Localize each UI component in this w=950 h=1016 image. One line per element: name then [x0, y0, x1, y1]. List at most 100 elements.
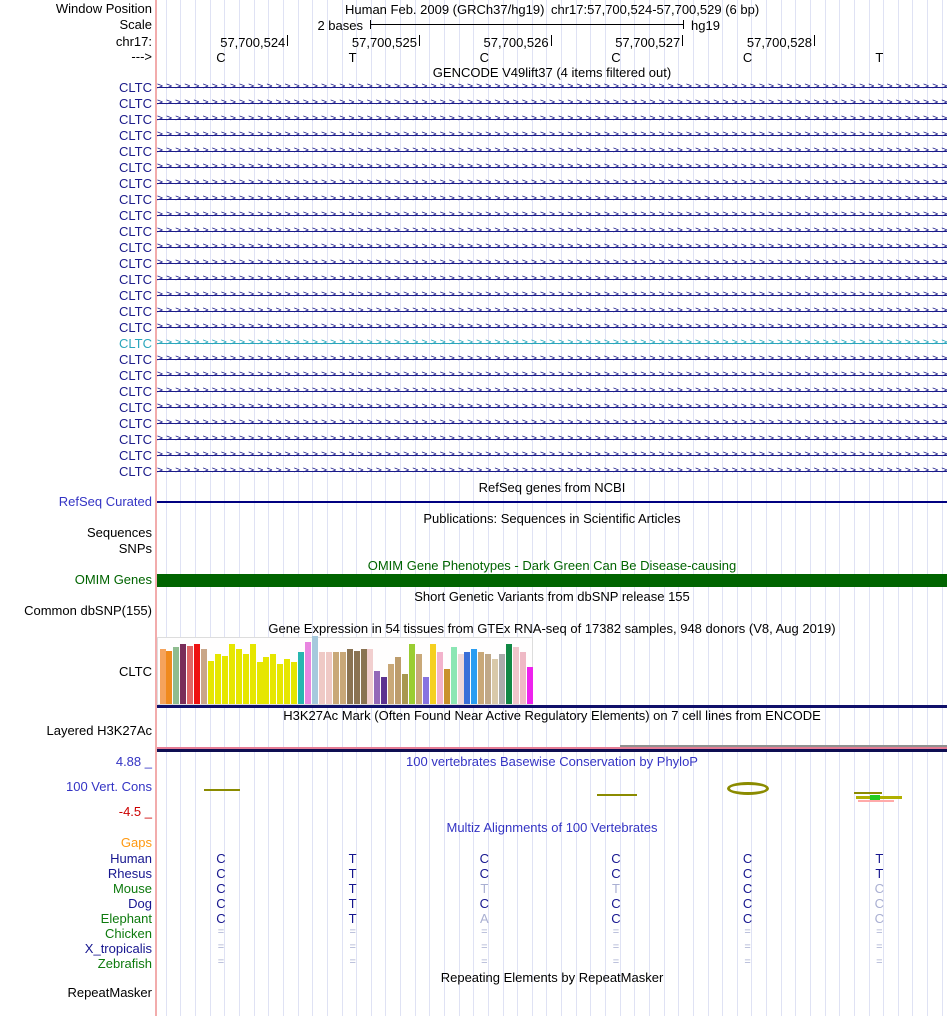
gtex-bar[interactable]	[312, 636, 318, 704]
gene-transcript-row[interactable]: >>>>>>>>>>>>>>>>>>>>>>>>>>>>>>>>>>>>>>>>…	[157, 271, 947, 287]
alignment-base[interactable]: C	[479, 866, 489, 881]
gene-label[interactable]: CLTC	[119, 288, 152, 303]
gtex-bar[interactable]	[381, 677, 388, 704]
gene-transcript-row[interactable]: >>>>>>>>>>>>>>>>>>>>>>>>>>>>>>>>>>>>>>>>…	[157, 367, 947, 383]
gene-label[interactable]: CLTC	[119, 240, 152, 255]
gtex-bar[interactable]	[443, 669, 450, 704]
gene-label[interactable]: CLTC	[119, 320, 152, 335]
alignment-base[interactable]: C	[216, 896, 226, 911]
gene-transcript-row[interactable]: >>>>>>>>>>>>>>>>>>>>>>>>>>>>>>>>>>>>>>>>…	[157, 447, 947, 463]
alignment-base[interactable]: C	[479, 851, 489, 866]
species-label[interactable]: Dog	[128, 896, 152, 911]
gtex-bar[interactable]	[187, 646, 194, 704]
alignment-base[interactable]: A	[479, 911, 489, 926]
gene-label[interactable]: CLTC	[119, 224, 152, 239]
gene-label[interactable]: CLTC	[119, 304, 152, 319]
gtex-bar[interactable]	[256, 662, 263, 704]
gtex-bar[interactable]	[263, 657, 270, 704]
gtex-bar[interactable]	[201, 649, 208, 704]
gtex-bar[interactable]	[291, 662, 298, 704]
gene-label[interactable]: CLTC	[119, 384, 152, 399]
gene-transcript-row[interactable]: >>>>>>>>>>>>>>>>>>>>>>>>>>>>>>>>>>>>>>>>…	[157, 335, 947, 351]
alignment-base[interactable]: =	[876, 926, 883, 938]
gene-transcript-row[interactable]: >>>>>>>>>>>>>>>>>>>>>>>>>>>>>>>>>>>>>>>>…	[157, 431, 947, 447]
gene-label[interactable]: CLTC	[119, 176, 152, 191]
species-label[interactable]: Zebrafish	[97, 956, 152, 971]
alignment-base[interactable]: =	[481, 926, 488, 938]
alignment-base[interactable]: T	[348, 866, 357, 881]
gene-transcript-row[interactable]: >>>>>>>>>>>>>>>>>>>>>>>>>>>>>>>>>>>>>>>>…	[157, 239, 947, 255]
gtex-bar[interactable]	[512, 647, 519, 704]
alignment-base[interactable]: =	[217, 926, 225, 938]
alignment-base[interactable]: C	[216, 866, 226, 881]
gtex-bar[interactable]	[485, 654, 492, 704]
alignment-base[interactable]: C	[611, 851, 621, 866]
gtex-bar[interactable]	[367, 649, 374, 704]
gene-transcript-row[interactable]: >>>>>>>>>>>>>>>>>>>>>>>>>>>>>>>>>>>>>>>>…	[157, 383, 947, 399]
alignment-base[interactable]: =	[217, 956, 225, 968]
gene-label[interactable]: CLTC	[119, 128, 152, 143]
gtex-bar[interactable]	[298, 652, 305, 704]
gtex-bar[interactable]	[277, 664, 284, 704]
gene-transcript-row[interactable]: >>>>>>>>>>>>>>>>>>>>>>>>>>>>>>>>>>>>>>>>…	[157, 95, 947, 111]
gtex-bar[interactable]	[221, 656, 228, 704]
alignment-base[interactable]: T	[348, 896, 357, 911]
h3k27ac-signal-pink[interactable]	[157, 747, 947, 749]
gene-transcript-row[interactable]: >>>>>>>>>>>>>>>>>>>>>>>>>>>>>>>>>>>>>>>>…	[157, 223, 947, 239]
gtex-bar[interactable]	[471, 649, 478, 704]
gtex-bar[interactable]	[388, 664, 395, 704]
gtex-bar[interactable]	[249, 644, 256, 704]
species-label[interactable]: Chicken	[105, 926, 152, 941]
gtex-bar[interactable]	[526, 667, 533, 704]
omim-gene-bar[interactable]	[157, 574, 947, 587]
gtex-bar[interactable]	[332, 652, 339, 704]
alignment-base[interactable]: T	[348, 881, 357, 896]
gene-transcript-row[interactable]: >>>>>>>>>>>>>>>>>>>>>>>>>>>>>>>>>>>>>>>>…	[157, 79, 947, 95]
gene-label[interactable]: CLTC	[119, 144, 152, 159]
alignment-base[interactable]: C	[611, 896, 621, 911]
gene-label[interactable]: CLTC	[119, 448, 152, 463]
common-dbsnp-label[interactable]: Common dbSNP(155)	[24, 603, 152, 618]
alignment-base[interactable]: =	[876, 956, 883, 968]
gene-transcript-row[interactable]: >>>>>>>>>>>>>>>>>>>>>>>>>>>>>>>>>>>>>>>>…	[157, 303, 947, 319]
gene-label[interactable]: CLTC	[119, 432, 152, 447]
alignment-base[interactable]: =	[612, 941, 620, 953]
gtex-bar[interactable]	[429, 644, 436, 704]
gtex-bar[interactable]	[415, 654, 422, 704]
alignment-base[interactable]: C	[216, 911, 226, 926]
gene-label[interactable]: CLTC	[119, 96, 152, 111]
gtex-bar[interactable]	[235, 649, 242, 704]
alignment-base[interactable]: =	[217, 941, 225, 953]
gtex-bar[interactable]	[457, 654, 464, 704]
gene-transcript-row[interactable]: >>>>>>>>>>>>>>>>>>>>>>>>>>>>>>>>>>>>>>>>…	[157, 319, 947, 335]
alignment-base[interactable]: =	[744, 941, 751, 953]
gene-transcript-row[interactable]: >>>>>>>>>>>>>>>>>>>>>>>>>>>>>>>>>>>>>>>>…	[157, 255, 947, 271]
gene-transcript-row[interactable]: >>>>>>>>>>>>>>>>>>>>>>>>>>>>>>>>>>>>>>>>…	[157, 127, 947, 143]
refseq-curated-gene-line[interactable]	[157, 501, 947, 503]
gene-transcript-row[interactable]: >>>>>>>>>>>>>>>>>>>>>>>>>>>>>>>>>>>>>>>>…	[157, 207, 947, 223]
species-label[interactable]: Human	[110, 851, 152, 866]
gene-transcript-row[interactable]: >>>>>>>>>>>>>>>>>>>>>>>>>>>>>>>>>>>>>>>>…	[157, 287, 947, 303]
gene-label[interactable]: CLTC	[119, 416, 152, 431]
vert-cons-label[interactable]: 100 Vert. Cons	[66, 779, 152, 794]
gtex-bar[interactable]	[519, 652, 526, 704]
alignment-base[interactable]: =	[876, 941, 883, 953]
species-label[interactable]: Mouse	[112, 881, 152, 896]
alignment-base[interactable]: =	[349, 926, 356, 938]
gtex-bar[interactable]	[464, 652, 471, 704]
gtex-bar[interactable]	[492, 659, 499, 704]
gene-label[interactable]: CLTC	[119, 256, 152, 271]
alignment-base[interactable]: =	[349, 956, 356, 968]
gtex-bar[interactable]	[339, 652, 346, 704]
alignment-base[interactable]: C	[611, 911, 621, 926]
repeatmasker-label[interactable]: RepeatMasker	[67, 985, 152, 1000]
gtex-bar[interactable]	[478, 652, 485, 704]
alignment-base[interactable]: C	[479, 896, 489, 911]
gene-transcript-row[interactable]: >>>>>>>>>>>>>>>>>>>>>>>>>>>>>>>>>>>>>>>>…	[157, 351, 947, 367]
gtex-bar[interactable]	[402, 674, 408, 704]
alignment-base[interactable]: T	[348, 851, 357, 866]
layered-h3k27ac-label[interactable]: Layered H3K27Ac	[46, 723, 152, 738]
alignment-base[interactable]: C	[742, 881, 753, 896]
gtex-bar[interactable]	[305, 642, 311, 704]
gene-transcript-row[interactable]: >>>>>>>>>>>>>>>>>>>>>>>>>>>>>>>>>>>>>>>>…	[157, 415, 947, 431]
